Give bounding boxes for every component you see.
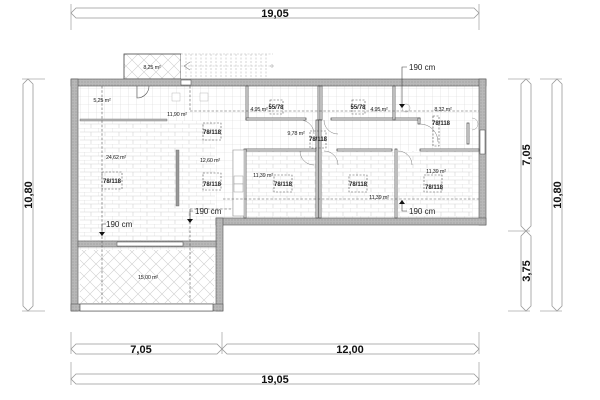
dim-right-upper-label: 7,05 — [521, 144, 533, 165]
window-label-corridor: 78/118 — [309, 137, 328, 143]
area-corridor: 9,78 m² — [287, 131, 305, 137]
dimension-bottom-left: 7,05 — [70, 332, 223, 356]
window-label-kitchen: 78/118 — [203, 182, 222, 188]
dim-right-total-label: 10,80 — [552, 181, 564, 209]
dim-top-total-label: 19,05 — [261, 8, 289, 20]
area-terrace: 15,00 m² — [138, 275, 158, 281]
bedroom-2-floor — [322, 151, 395, 216]
area-vestibule: 5,25 m² — [93, 98, 111, 104]
window-label-bedroom-2: 78/118 — [349, 182, 368, 188]
dimension-bottom-total: 19,05 — [70, 362, 480, 386]
height-label-bedroom: 190 cm — [409, 207, 436, 216]
interior-walls — [79, 85, 480, 219]
height-label-living: 190 cm — [106, 220, 133, 229]
height-marker-bedroom: 190 cm — [399, 200, 436, 216]
window-label-living: 78/118 — [103, 179, 122, 185]
area-living-room: 24,62 m² — [106, 155, 126, 161]
dimension-right-upper: 7,05 — [508, 78, 533, 232]
dim-bottom-right-label: 12,00 — [336, 344, 364, 356]
window-label-bedroom-3: 78/118 — [425, 185, 444, 191]
bedroom-1-floor — [246, 151, 319, 216]
entrance-porch: 8,25 m² — [123, 53, 182, 80]
area-bedroom-2: 11,39 m² — [369, 195, 389, 201]
window-label-bathroom-1: 55/78 — [268, 105, 284, 111]
door-swings — [299, 103, 479, 166]
dimension-top-total: 19,05 — [70, 4, 480, 30]
exterior-walls — [70, 78, 487, 312]
window-markers — [101, 99, 443, 193]
height-marker-top: 190 cm — [399, 63, 436, 108]
dim-bottom-total-label: 19,05 — [261, 374, 289, 386]
height-marker-kitchen: 190 cm — [187, 207, 222, 223]
ceiling-height-lines — [101, 86, 479, 303]
area-kitchen: 12,60 m² — [200, 158, 220, 164]
dim-left-label: 10,80 — [23, 181, 35, 209]
area-utility: 8,32 m² — [434, 107, 452, 113]
bedroom-3-floor — [398, 151, 472, 216]
dimension-right-lower: 3,75 — [508, 230, 533, 312]
area-bedroom-1: 11,39 m² — [253, 173, 273, 179]
window-label-utility: 78/118 — [432, 121, 451, 127]
dim-bottom-left-label: 7,05 — [130, 344, 151, 356]
terrace-floor — [80, 250, 214, 303]
window-label-hall: 78/118 — [203, 130, 222, 136]
area-bathroom-1: 4,95 m² — [250, 107, 268, 113]
height-label-top: 190 cm — [409, 63, 436, 72]
living-room-floor — [80, 121, 215, 241]
dimension-bottom-right: 12,00 — [221, 332, 480, 356]
stairs — [181, 53, 274, 79]
height-marker-living: 190 cm — [99, 220, 133, 236]
area-bathroom-2: 4,95 m² — [370, 107, 388, 113]
window-label-bathroom-2: 55/78 — [350, 105, 366, 111]
window-label-bedroom-1: 78/118 — [274, 182, 293, 188]
height-label-kitchen: 190 cm — [195, 207, 222, 216]
area-entrance-porch: 8,25 m² — [143, 65, 161, 71]
dimension-right-total: 10,80 — [540, 78, 564, 312]
dimension-left-height: 10,80 — [22, 78, 45, 312]
area-bedroom-3: 11,39 m² — [426, 169, 446, 175]
dim-right-lower-label: 3,75 — [521, 260, 533, 281]
area-hall: 11,90 m² — [167, 112, 187, 118]
